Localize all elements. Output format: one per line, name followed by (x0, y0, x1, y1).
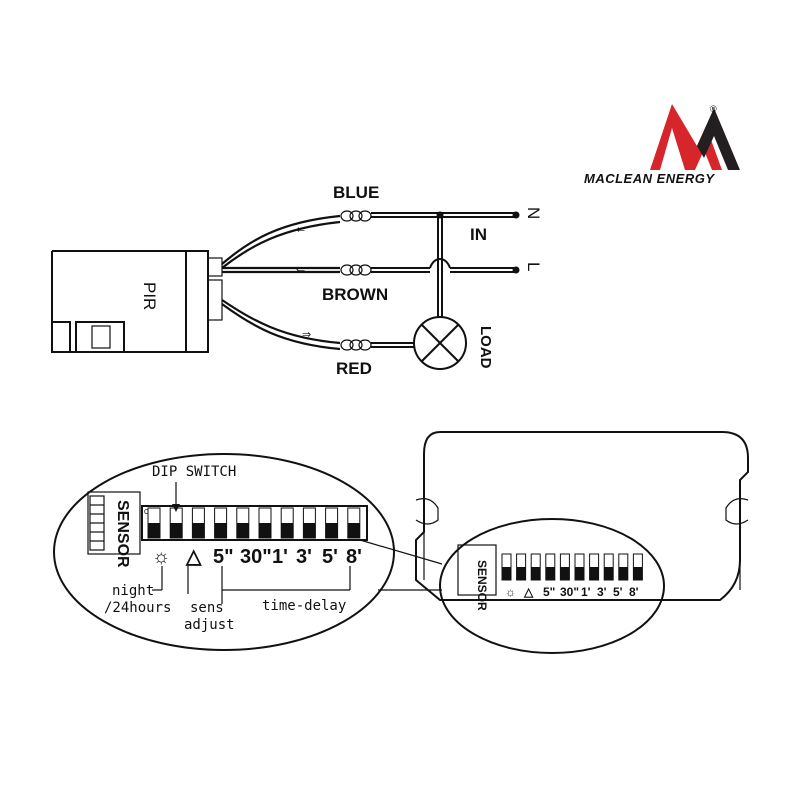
dip-switch-knob-7 (281, 523, 294, 538)
pir-sensor-body: PIR (51, 250, 223, 353)
dip-switch-knob-10 (347, 523, 360, 538)
wire-label-brown: BROWN (322, 285, 388, 304)
dip-switch-small-knob-9 (618, 567, 628, 580)
dip-symbol-7: 5' (322, 546, 338, 568)
dip-switch-knob-5 (236, 523, 249, 538)
dip-symbol-small-8: 8' (629, 585, 639, 599)
wire-label-blue: BLUE (333, 183, 379, 202)
dip-switch-knob-1 (148, 523, 160, 538)
dip-switch-knob-4 (214, 523, 227, 538)
dip-switch-row-small (501, 553, 643, 581)
wire-label-red: RED (336, 359, 372, 378)
pir-label: PIR (140, 282, 159, 310)
input-label: IN (470, 225, 487, 244)
dip-symbol-small-3: 5" (543, 585, 555, 599)
dip-switch-small-knob-3 (531, 567, 541, 580)
svg-text:⇐: ⇐ (296, 264, 305, 276)
sensor-label: SENSOR (114, 500, 131, 568)
dip-switch-row (147, 507, 361, 539)
dip-symbol-3: 5" (213, 546, 234, 568)
dip-switch-small-knob-4 (545, 567, 555, 580)
dip-symbol-small-2: △ (523, 585, 534, 599)
terminal-n-label: N (524, 207, 543, 219)
dip-switch-knob-2 (170, 523, 183, 538)
dip-symbol-small-4: 30" (560, 585, 579, 599)
svg-text:⇒: ⇒ (302, 329, 311, 341)
wire-splice-blue (340, 210, 372, 222)
load-label: LOAD (477, 326, 494, 369)
dip-switch-small-knob-7 (589, 567, 599, 580)
brand-name: MACLEAN ENERGY (584, 171, 715, 186)
load-lamp-icon (413, 316, 467, 370)
dip-symbol-2: △ (185, 546, 202, 568)
detail-ellipse-small: SENSOR ☼ △ 5" 30"1' 3' 5' 8' (439, 518, 665, 654)
dip-switch-knob-6 (259, 523, 271, 538)
dip-symbol-6: 3' (296, 546, 312, 568)
dip-switch-small-knob-10 (633, 567, 643, 580)
dip-switch-small-knob-6 (575, 567, 584, 580)
dip-symbol-8: 8' (346, 546, 362, 568)
registered-mark: ® (710, 104, 717, 114)
dip-switch-title: DIP SWITCH (152, 464, 236, 480)
dip-switch-small-knob-2 (516, 567, 526, 580)
annotation-sens: sens (190, 600, 224, 616)
dip-switch-knob-9 (325, 523, 338, 538)
detail-ellipse-large: SENSOR ON ☼△5"30"1'3'5'8' DIP SWITCH nig… (53, 453, 395, 651)
dip-switch-small-knob-5 (560, 567, 570, 580)
dip-symbol-4: 30" (240, 546, 272, 568)
terminal-l-label: L (524, 262, 543, 271)
svg-text:⇐: ⇐ (296, 224, 305, 236)
sensor-connector (89, 495, 105, 551)
dip-symbols: ☼ △ 5" 30"1' 3' 5' 8' (152, 546, 362, 568)
dip-symbol-small-6: 3' (597, 585, 607, 599)
wire-bundle: ⇐ ⇐ ⇒ (221, 214, 341, 351)
sensor-label-small: SENSOR (475, 560, 489, 611)
wire-splice-red (340, 339, 372, 351)
dip-symbol-small-7: 5' (613, 585, 623, 599)
dip-switch-small-knob-1 (502, 567, 511, 580)
dip-switch-small-knob-8 (604, 567, 614, 580)
logo-mark-red (650, 104, 722, 170)
dip-symbol-5: 1' (272, 546, 288, 568)
circuit-lines (371, 211, 520, 348)
dip-symbol-small-5: 1' (581, 585, 591, 599)
annotation-adjust: adjust (184, 617, 235, 633)
dip-symbol-small-1: ☼ (505, 585, 516, 599)
dip-symbol-1: ☼ (152, 546, 170, 568)
brand-logo: ® MACLEAN ENERGY (584, 104, 740, 186)
dip-symbols-small: ☼ △ 5" 30"1' 3' 5' 8' (505, 585, 639, 599)
dip-switch-knob-8 (303, 523, 316, 538)
annotation-time-delay: time-delay (262, 598, 346, 614)
wire-splice-brown (340, 264, 372, 276)
logo-mark-dark (697, 108, 740, 170)
dip-switch-knob-3 (192, 523, 205, 538)
annotation-night: night (112, 583, 154, 599)
annotation-24hours: /24hours (104, 600, 171, 616)
